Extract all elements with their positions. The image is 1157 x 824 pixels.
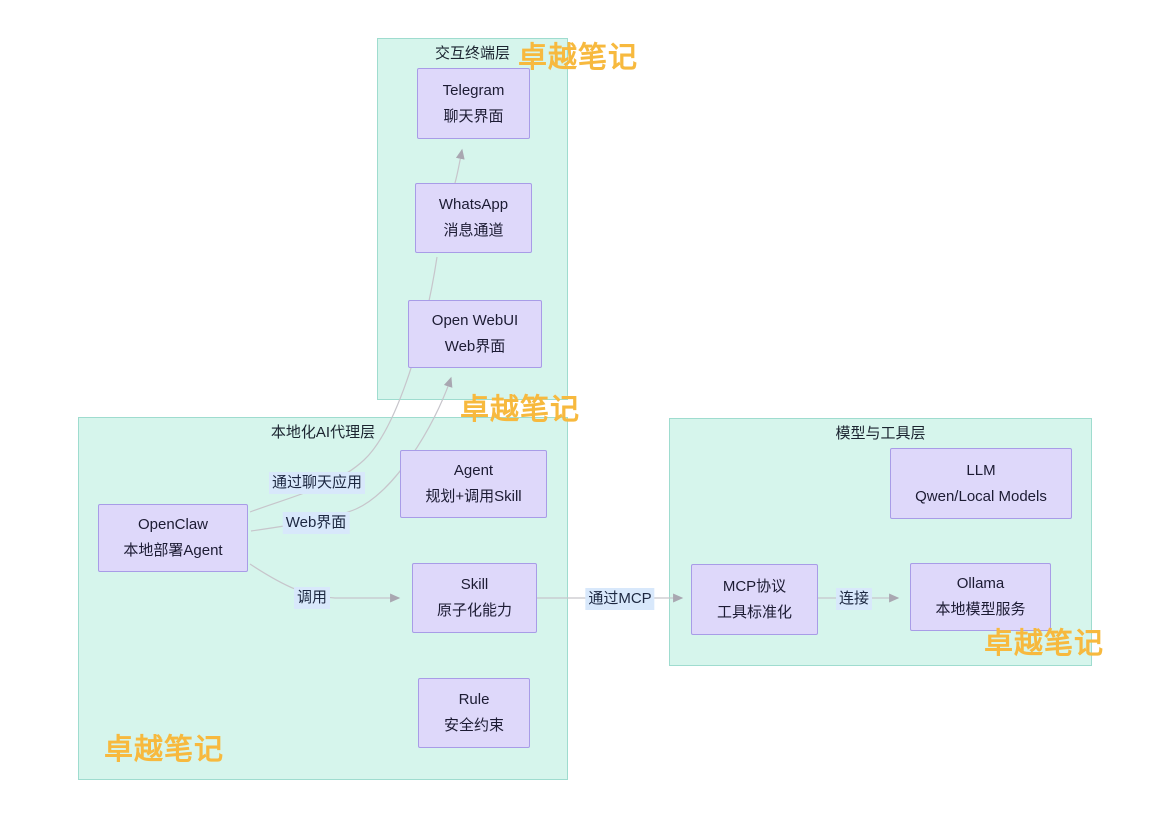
edge-label-via-mcp: 通过MCP [585,588,655,610]
node-llm: LLM Qwen/Local Models [890,448,1072,519]
edge-label-invoke: 调用 [293,587,331,609]
node-ollama: Ollama 本地模型服务 [910,563,1051,631]
edge-label-via-chat-app: 通过聊天应用 [268,472,366,494]
node-whatsapp: WhatsApp 消息通道 [415,183,532,253]
container-label: 模型与工具层 [835,425,926,442]
node-title: OpenClaw [137,516,209,533]
container-label: 本地化AI代理层 [270,424,376,441]
node-title: Ollama [956,575,1005,592]
node-mcp-protocol: MCP协议 工具标准化 [691,564,818,635]
node-subtitle: Web界面 [444,338,506,355]
edge-whatsapp-telegram [454,148,465,184]
node-subtitle: 原子化能力 [436,602,512,619]
node-subtitle: 本地部署Agent [123,542,223,559]
node-title: Open WebUI [431,312,519,329]
node-title: Telegram [442,81,505,99]
node-subtitle: 工具标准化 [716,603,792,621]
edge-label-web-interface: Web界面 [282,512,350,534]
node-agent: Agent 规划+调用Skill [400,450,547,518]
watermark: 卓越笔记 [104,734,225,766]
node-subtitle: Qwen/Local Models [915,487,1047,505]
node-title: LLM [966,461,996,479]
node-subtitle: 聊天界面 [443,107,504,125]
node-title: WhatsApp [438,196,509,213]
edge-label-connect: 连接 [835,588,873,610]
node-rule: Rule 安全约束 [418,678,530,748]
node-skill: Skill 原子化能力 [412,563,537,633]
node-title: Skill [460,576,489,593]
node-title: MCP协议 [722,577,787,595]
node-title: Agent [453,462,494,479]
node-title: Rule [458,691,490,708]
node-subtitle: 消息通道 [443,222,504,239]
node-subtitle: 安全约束 [443,717,504,734]
node-telegram: Telegram 聊天界面 [417,68,530,139]
watermark: 卓越笔记 [518,42,639,74]
node-subtitle: 本地模型服务 [935,601,1026,618]
node-openclaw: OpenClaw 本地部署Agent [98,504,248,572]
container-label: 交互终端层 [434,45,510,62]
node-open-webui: Open WebUI Web界面 [408,300,542,368]
node-subtitle: 规划+调用Skill [425,488,522,505]
watermark: 卓越笔记 [984,628,1105,660]
watermark: 卓越笔记 [460,394,581,426]
